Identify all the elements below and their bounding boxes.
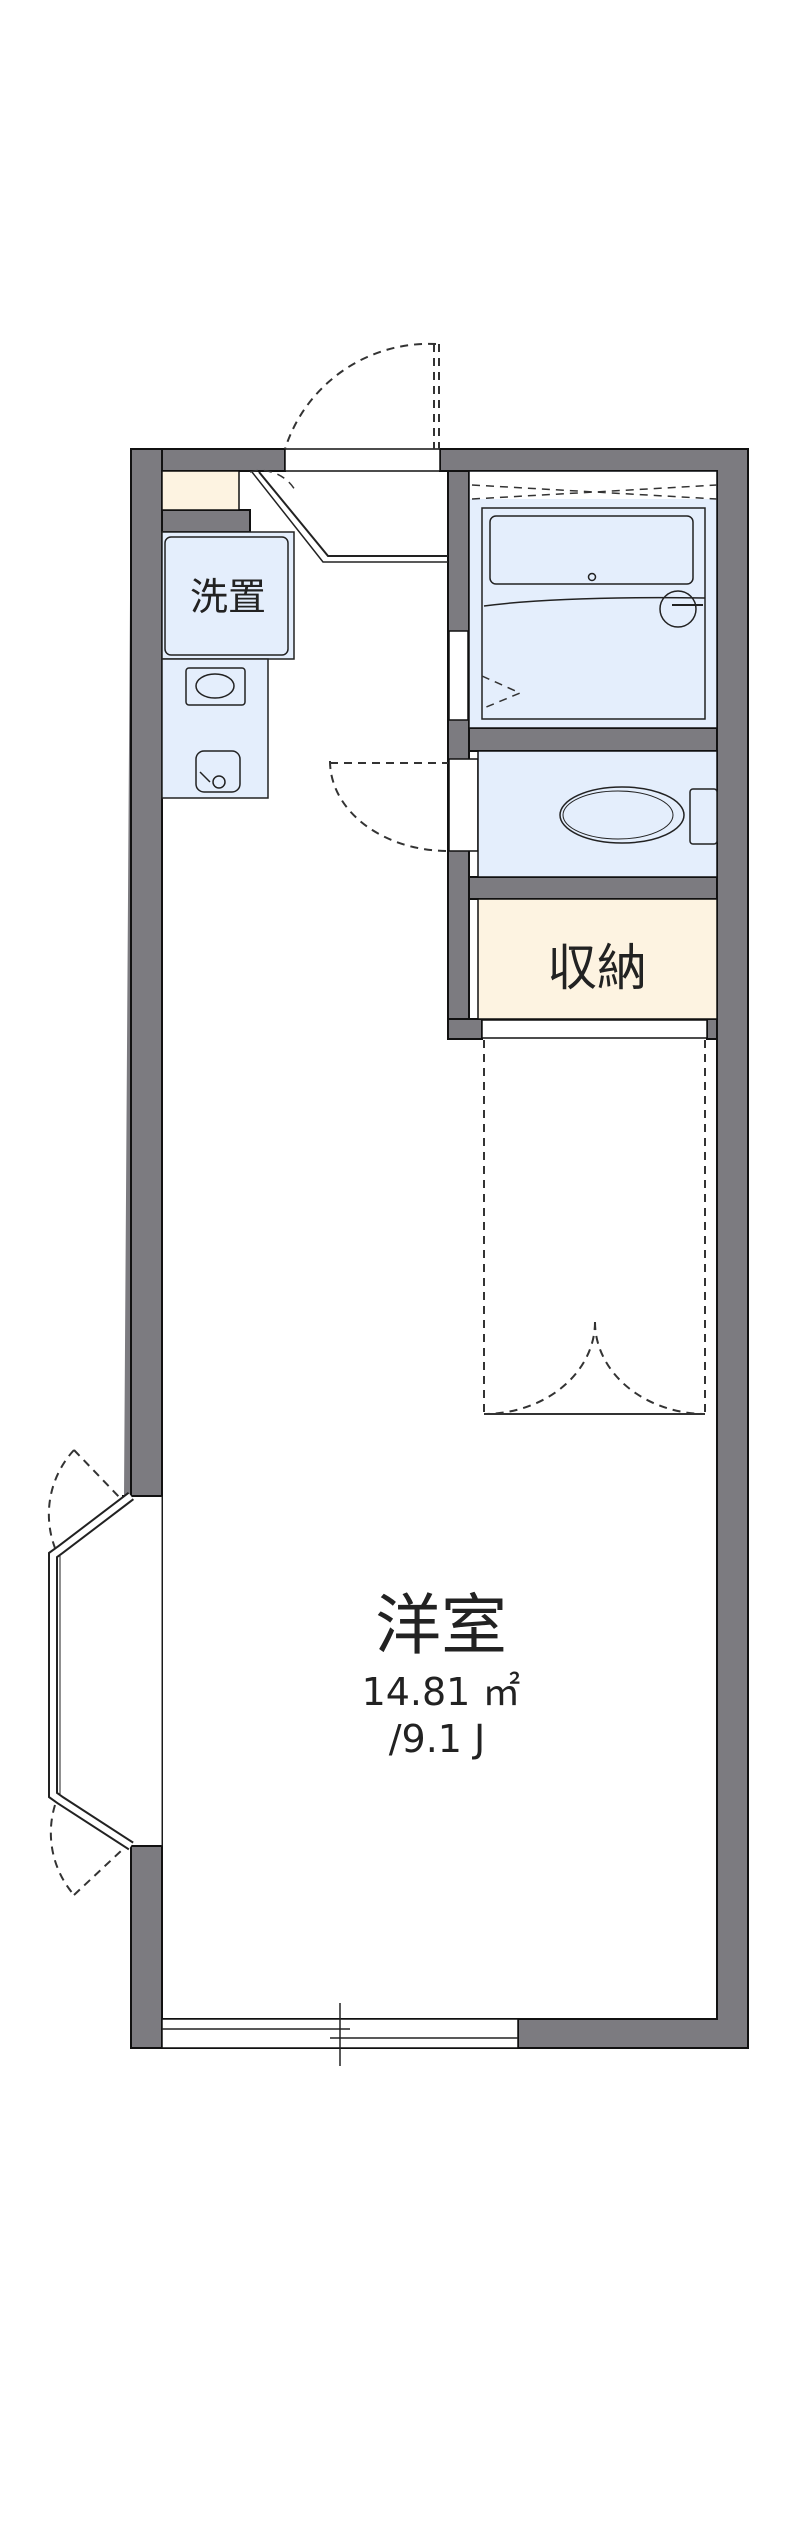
left-wall-lower bbox=[130, 1845, 163, 2049]
western-room-area: 14.81 ㎡ bbox=[362, 1670, 521, 1714]
bathroom bbox=[468, 470, 718, 729]
left-wall-upper bbox=[130, 448, 163, 1497]
partition-wall bbox=[447, 470, 470, 1020]
bathtub-icon bbox=[489, 515, 694, 585]
kitchen-counter bbox=[161, 658, 269, 799]
toilet-room bbox=[329, 750, 718, 878]
western-room-label: 洋室 bbox=[375, 1587, 507, 1664]
storage-closet: 収納 bbox=[477, 898, 718, 1415]
toilet-icon bbox=[559, 786, 685, 844]
western-room-jo: /9.1 J bbox=[389, 1717, 486, 1761]
western-room: 洋室 14.81 ㎡ /9.1 J bbox=[362, 1587, 521, 1761]
entrance-door bbox=[249, 342, 448, 563]
laundry-space: 洗置 bbox=[161, 531, 295, 660]
storage-label: 収納 bbox=[547, 939, 647, 997]
washbasin-icon bbox=[659, 590, 697, 628]
stove-icon bbox=[185, 667, 246, 706]
sink-icon bbox=[195, 750, 241, 793]
bay-window bbox=[47, 1449, 135, 1896]
shoe-cabinet bbox=[161, 470, 240, 511]
laundry-label: 洗置 bbox=[190, 575, 266, 619]
sliding-window bbox=[161, 2003, 519, 2066]
